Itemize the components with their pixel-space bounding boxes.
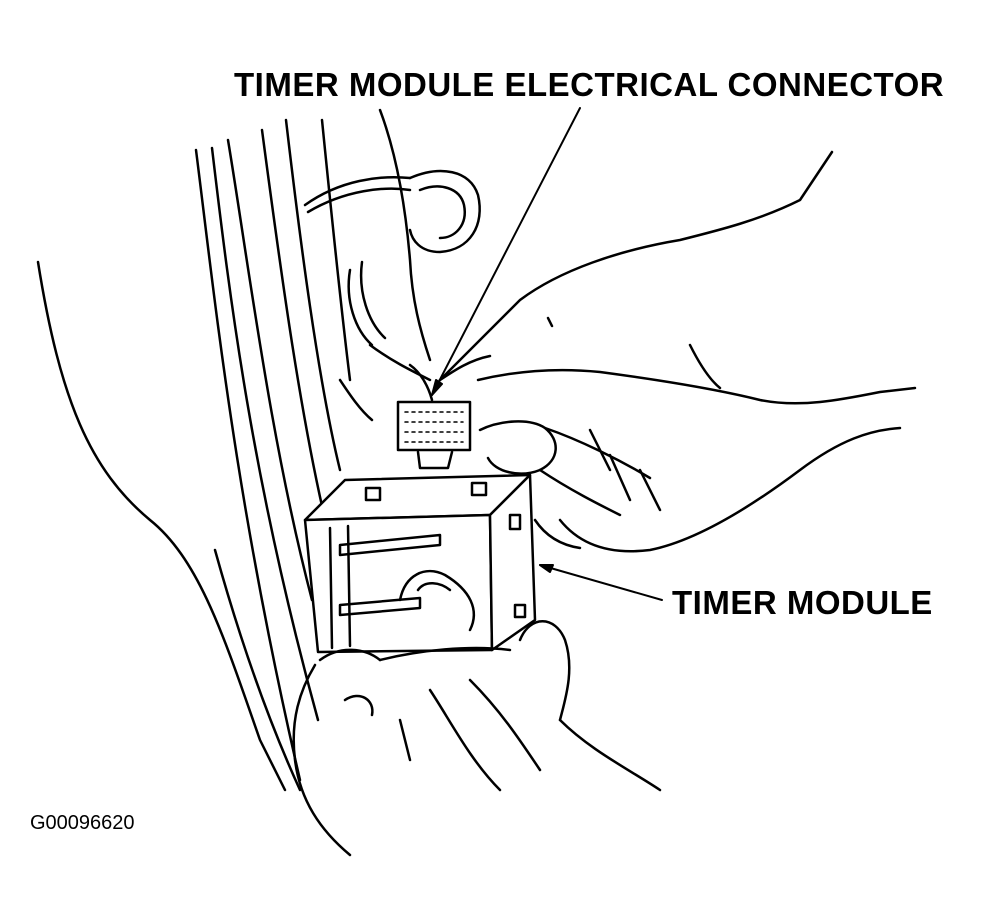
connector-callout-label: TIMER MODULE ELECTRICAL CONNECTOR bbox=[234, 66, 945, 103]
connector-leader-arrow bbox=[432, 380, 442, 395]
module-leader-line bbox=[540, 565, 662, 600]
dash-panel-lines bbox=[38, 120, 350, 790]
electrical-connector bbox=[398, 402, 470, 468]
connector-leader-line bbox=[432, 108, 580, 395]
timer-module-box bbox=[305, 475, 535, 652]
upper-hand bbox=[440, 152, 915, 551]
leader-lines bbox=[432, 108, 662, 600]
module-callout-label: TIMER MODULE bbox=[672, 584, 933, 621]
module-leader-arrow bbox=[540, 565, 553, 572]
wiring-harness bbox=[305, 110, 480, 420]
lower-hand bbox=[294, 571, 660, 855]
figure-id: G00096620 bbox=[30, 812, 135, 834]
